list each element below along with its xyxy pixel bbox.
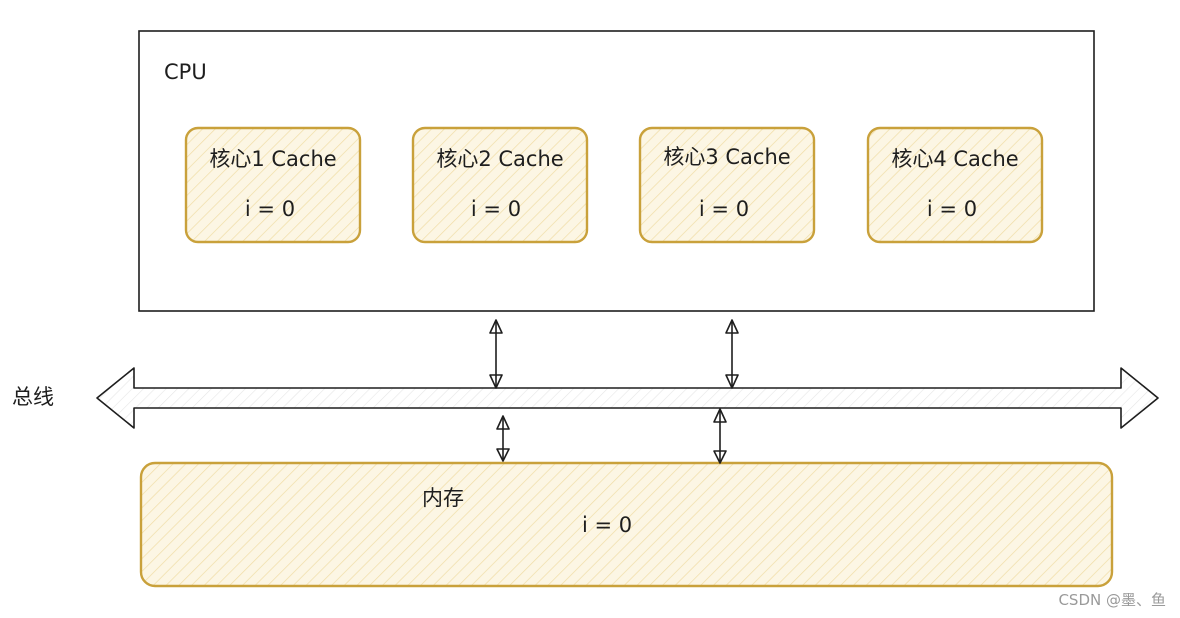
- memory-value: i = 0: [582, 513, 633, 537]
- bus-memory-arrow: [496, 415, 510, 462]
- watermark: CSDN @墨、鱼: [1058, 591, 1166, 609]
- core-cache-box: [638, 126, 816, 244]
- core-cache-value: i = 0: [698, 197, 750, 221]
- core-cache-name: 核心3 Cache: [663, 145, 791, 169]
- bus-memory-arrow: [713, 408, 727, 464]
- memory-label: 内存: [422, 486, 464, 510]
- core-cache-name: 核心4 Cache: [891, 147, 1019, 171]
- cpu-bus-arrow: [489, 319, 503, 389]
- core-cache-name: 核心2 Cache: [436, 147, 564, 171]
- cpu-bus-arrow: [725, 319, 739, 389]
- core-cache-box: [184, 126, 362, 244]
- bus-label: 总线: [12, 385, 54, 409]
- core-cache-value: i = 0: [470, 197, 522, 221]
- core-cache-value: i = 0: [244, 197, 296, 221]
- core-cache-box: [866, 126, 1044, 244]
- memory-box: [139, 461, 1114, 588]
- core-cache-name: 核心1 Cache: [209, 147, 337, 171]
- core-cache-value: i = 0: [926, 197, 978, 221]
- core-cache-box: [411, 126, 589, 244]
- cpu-label: CPU: [164, 60, 207, 84]
- bus-arrow: [96, 367, 1159, 429]
